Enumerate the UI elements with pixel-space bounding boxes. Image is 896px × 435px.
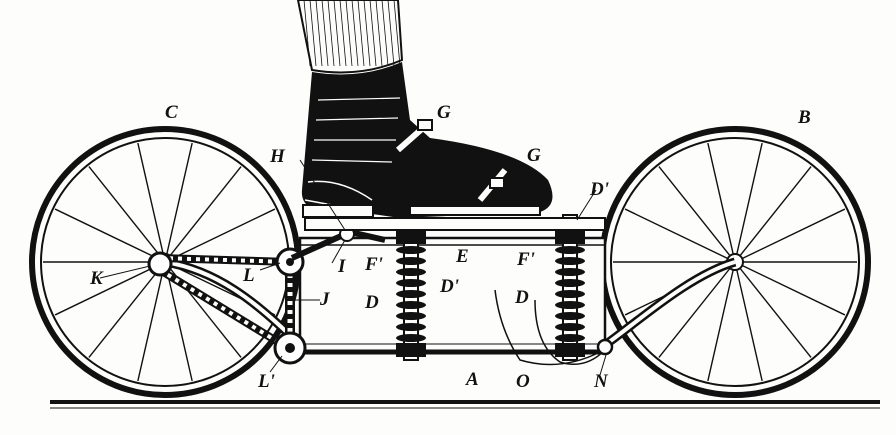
label-n: N bbox=[593, 371, 609, 392]
wheel-spoke bbox=[734, 142, 763, 263]
wheel-spoke bbox=[164, 261, 193, 382]
reference-letters: C B G G H D' E F' F' I K L J D' D D L' A… bbox=[89, 102, 811, 392]
wheel-spoke bbox=[54, 208, 166, 263]
spring-coil bbox=[555, 334, 585, 342]
wheel-spoke bbox=[658, 261, 736, 358]
label-d-left: D bbox=[364, 292, 379, 313]
spring-coil bbox=[396, 279, 426, 287]
label-k: K bbox=[89, 268, 104, 289]
wheel-spoke bbox=[54, 261, 166, 316]
wheel-spoke bbox=[164, 208, 276, 263]
label-h: H bbox=[269, 146, 286, 167]
leader-lines bbox=[99, 159, 607, 376]
label-l-prime: L' bbox=[257, 371, 275, 392]
label-d-prime-mid: D' bbox=[439, 276, 459, 297]
wheel-spoke bbox=[137, 261, 166, 382]
spring-coil bbox=[555, 312, 585, 320]
label-g-lower: G bbox=[527, 145, 541, 166]
spring-coil bbox=[555, 323, 585, 331]
sprocket-k bbox=[147, 251, 173, 277]
label-o: O bbox=[516, 371, 530, 392]
label-l: L bbox=[242, 265, 255, 286]
spring-coil bbox=[555, 279, 585, 287]
wheel-spoke bbox=[734, 261, 846, 316]
spring-coil bbox=[396, 268, 426, 276]
spring-coil bbox=[555, 301, 585, 309]
trouser-leg bbox=[296, 0, 404, 74]
spring-coil bbox=[396, 246, 426, 254]
label-j: J bbox=[319, 289, 330, 310]
wheel-spoke bbox=[707, 261, 736, 382]
spring-coil bbox=[555, 268, 585, 276]
spring-post-right bbox=[555, 214, 585, 361]
wheel-spoke bbox=[707, 142, 736, 263]
label-e: E bbox=[455, 246, 469, 267]
label-b: B bbox=[797, 107, 811, 128]
foot-plate bbox=[304, 217, 606, 231]
label-g-top: G bbox=[437, 102, 451, 123]
spring-coil bbox=[555, 290, 585, 298]
spring-coil bbox=[396, 334, 426, 342]
ground-line bbox=[50, 400, 880, 409]
wheel-spoke bbox=[88, 166, 166, 263]
spring-coil bbox=[396, 290, 426, 298]
wheel-spoke bbox=[658, 166, 736, 263]
label-a: A bbox=[465, 369, 479, 390]
wheel-spoke bbox=[734, 261, 812, 358]
wheel-stays bbox=[164, 257, 737, 349]
label-i: I bbox=[337, 256, 346, 277]
wheel-spoke bbox=[164, 142, 193, 263]
wheel-spoke bbox=[734, 166, 812, 263]
spring-coil bbox=[396, 323, 426, 331]
wheel-spoke bbox=[137, 142, 166, 263]
label-d-prime-top: D' bbox=[589, 179, 609, 200]
straps bbox=[396, 117, 508, 202]
chain-drive bbox=[147, 247, 307, 365]
label-d-right: D bbox=[514, 287, 529, 308]
wheel-spoke bbox=[624, 208, 736, 263]
wheel-spoke bbox=[734, 208, 846, 263]
spring-coil bbox=[396, 312, 426, 320]
wheel-spoke bbox=[164, 166, 242, 263]
spring-coil bbox=[396, 257, 426, 265]
frame bbox=[298, 236, 607, 355]
spring-coil bbox=[555, 257, 585, 265]
spring-coil bbox=[396, 301, 426, 309]
cord-and-bracket bbox=[494, 289, 614, 366]
wheel-spoke bbox=[88, 261, 166, 358]
label-f-prime-left: F' bbox=[364, 254, 383, 275]
wheel-spoke bbox=[734, 261, 763, 382]
label-f-prime-right: F' bbox=[516, 249, 535, 270]
spring-post-left bbox=[396, 214, 426, 361]
boot bbox=[301, 62, 553, 218]
label-c: C bbox=[165, 102, 178, 123]
spring-coil bbox=[555, 246, 585, 254]
